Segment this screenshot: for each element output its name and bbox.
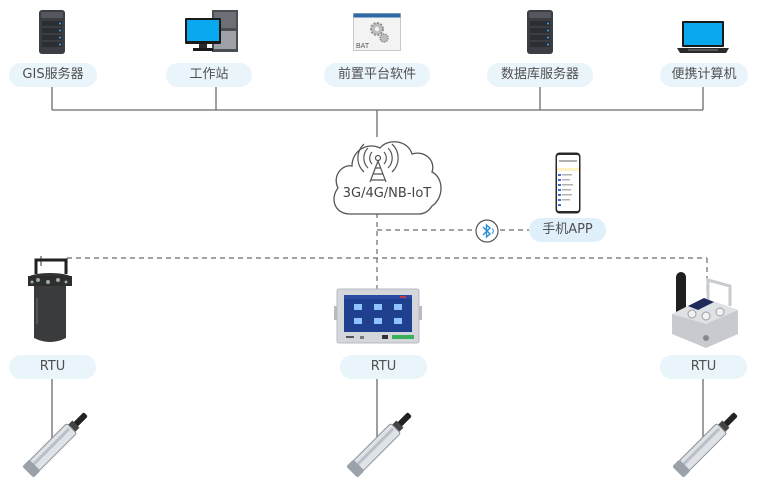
desktop-computer-icon xyxy=(185,10,238,52)
bat-software-icon: BAT xyxy=(353,13,401,51)
rtu-label-3: RTU xyxy=(660,355,747,379)
rtu-label-1: RTU xyxy=(9,355,96,379)
server-icon xyxy=(39,10,65,54)
server-icon xyxy=(527,10,553,54)
node-label-laptop: 便携计算机 xyxy=(660,63,748,87)
mobile-app-label: 手机APP xyxy=(529,218,606,242)
rtu-label-2: RTU xyxy=(340,355,427,379)
water-quality-probe-icon xyxy=(23,412,88,477)
cylindrical-rtu-icon xyxy=(28,256,72,342)
cell-tower-cloud-icon xyxy=(333,141,442,215)
touchscreen-rtu-icon xyxy=(334,288,422,344)
node-label-workstation: 工作站 xyxy=(166,63,252,87)
compact-box-rtu-icon xyxy=(672,272,738,348)
water-quality-probe-icon xyxy=(673,412,738,477)
svg-text:BAT: BAT xyxy=(356,43,370,50)
node-label-gis: GIS服务器 xyxy=(9,63,97,87)
water-quality-probe-icon xyxy=(347,412,412,477)
bluetooth-icon xyxy=(475,219,499,243)
smartphone-icon xyxy=(555,152,581,214)
node-label-frontend-software: 前置平台软件 xyxy=(324,63,430,87)
network-label: 3G/4G/NB-IoT xyxy=(342,186,432,201)
laptop-icon xyxy=(677,21,729,53)
node-label-db-server: 数据库服务器 xyxy=(487,63,593,87)
